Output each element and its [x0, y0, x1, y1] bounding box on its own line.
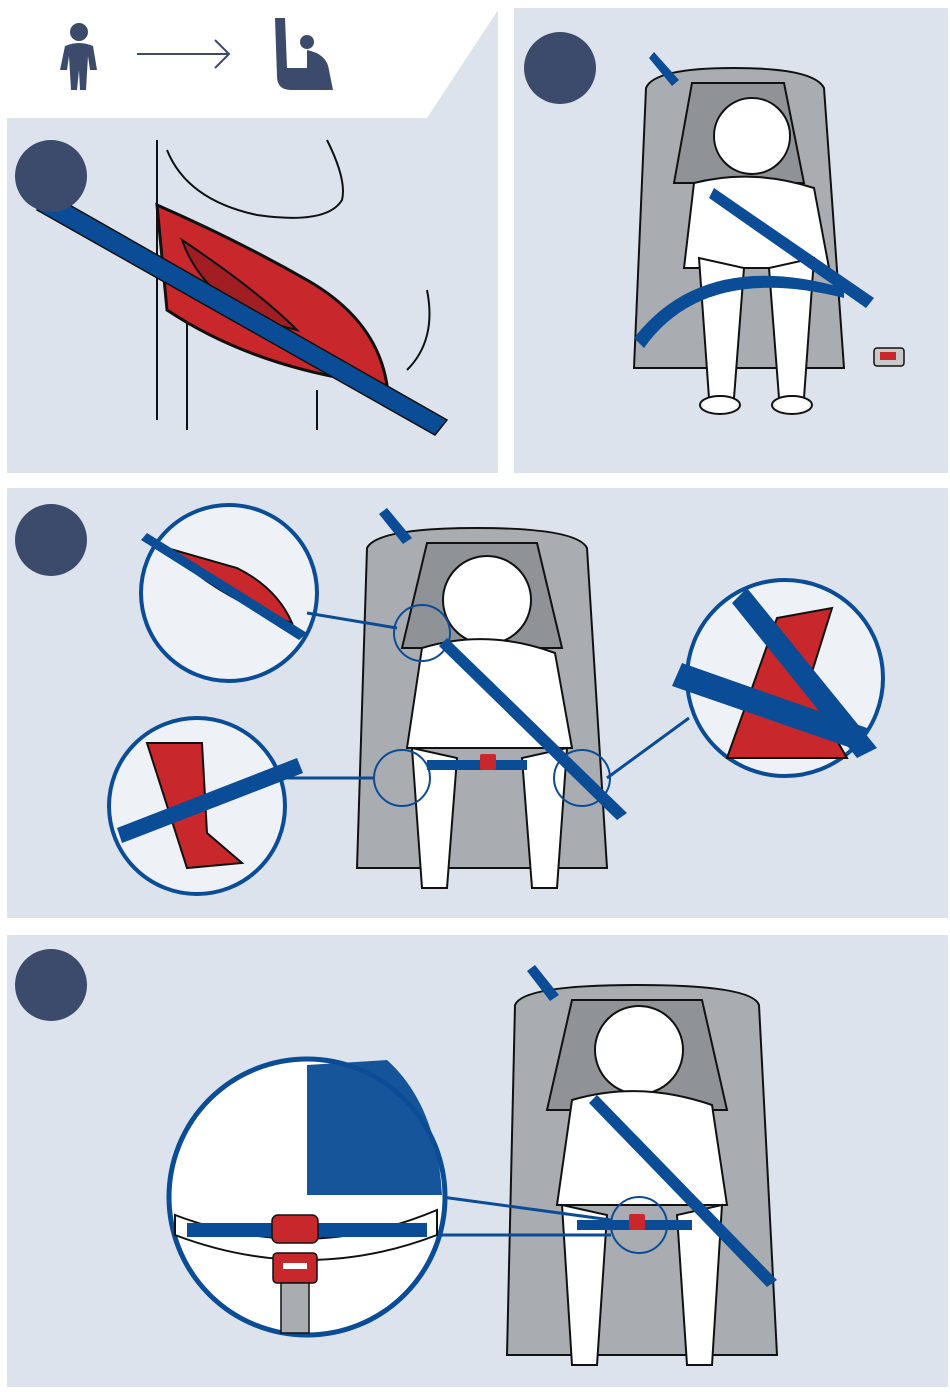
step-2-panel — [514, 8, 948, 473]
step-3-illustration — [7, 488, 948, 918]
step-badge — [15, 504, 87, 576]
step-badge — [15, 140, 87, 212]
arrow-right-icon — [137, 40, 229, 68]
step-badge — [15, 949, 87, 1021]
step-4-illustration — [7, 935, 948, 1387]
step-badge — [524, 32, 596, 104]
car-seat-icon — [275, 18, 333, 90]
step-3-panel — [7, 488, 948, 918]
step-1-illustration — [7, 10, 498, 473]
step-1-panel — [7, 10, 498, 473]
step-4-panel — [7, 935, 948, 1387]
child-standing-icon — [60, 23, 97, 90]
